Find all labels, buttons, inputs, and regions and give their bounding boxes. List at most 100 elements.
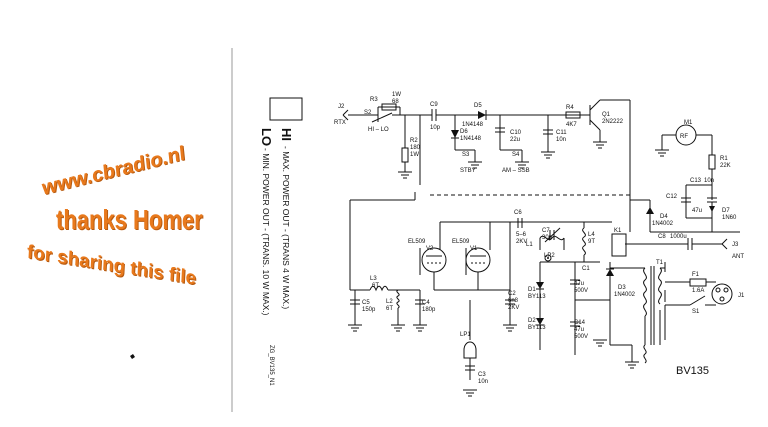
l3-coil: [369, 285, 389, 292]
label-c9: C9: [430, 102, 438, 108]
label-d5-val: 1N4148: [462, 122, 484, 128]
label-m1: M1: [684, 120, 693, 126]
label-v1-type: EL509: [452, 239, 470, 245]
t1-transformer-primary: [643, 267, 647, 317]
label-s2: S2: [364, 110, 372, 116]
l4-coil: [582, 227, 586, 256]
label-r2-val2: 1W: [410, 152, 419, 158]
meter-section: [630, 124, 740, 233]
j3-connector: [721, 238, 728, 250]
s1-switch: [689, 295, 706, 306]
label-c11-val: 10n: [556, 137, 566, 143]
label-d7-val: 1N60: [722, 215, 737, 221]
label-l4: L4: [588, 232, 595, 238]
diagram-title: BV135: [676, 365, 709, 377]
label-rf: RF: [680, 134, 688, 140]
label-rtx: RTX: [334, 120, 346, 126]
t1-transformer-secondary: [658, 267, 662, 305]
label-c5: C5: [362, 300, 370, 306]
label-c6-val2: 2KV: [516, 239, 527, 245]
component-labels: J2 RTX R3 1W 68 S2 HI – LO R2 180 1W C9 …: [334, 92, 745, 385]
d2-diode: [536, 318, 544, 325]
r1-resistor: [708, 154, 716, 170]
label-d6: D6: [460, 129, 468, 135]
label-c8: C8: [658, 234, 666, 240]
label-r2: R2: [410, 138, 418, 144]
label-c7: C7: [542, 228, 550, 234]
label-l4-val: 9T: [588, 239, 595, 245]
label-v2-type: EL509: [408, 239, 426, 245]
label-c5-val: 150p: [362, 307, 376, 313]
label-c7-val: 30p: [542, 235, 553, 241]
legend-hi-label: HI: [279, 128, 294, 141]
label-r1-val: 22K: [720, 163, 731, 169]
label-c4-val: 180p: [422, 307, 436, 313]
watermark-line-2: thanks Homer: [56, 203, 203, 235]
label-l3: L3: [370, 276, 377, 282]
d5-diode: [478, 111, 486, 119]
label-c14-val2: 500V: [574, 334, 588, 340]
label-d2-val: BY113: [528, 325, 546, 331]
k1-relay: [611, 233, 627, 257]
r2-resistor: [401, 147, 409, 163]
label-c8-val: 1000u: [670, 234, 687, 240]
power-supply: [503, 261, 733, 369]
speck-mark: [130, 354, 135, 359]
label-d3-val: 1N4002: [614, 292, 636, 298]
f1-fuse: [689, 278, 707, 287]
label-v2: V2: [426, 246, 434, 252]
label-k1: K1: [614, 228, 622, 234]
label-q1-val: 2N2222: [602, 119, 624, 125]
l2-coil: [396, 289, 400, 309]
legend-box: [269, 97, 303, 121]
lower-left-section: [348, 285, 510, 332]
label-c6: C6: [514, 210, 522, 216]
label-d2: D2: [528, 318, 536, 324]
label-j2: J2: [338, 104, 345, 110]
label-d6-val: 1N4148: [460, 136, 482, 142]
relay-dashed-link: [430, 194, 631, 231]
label-lp1: LP1: [460, 332, 471, 338]
r4-resistor: [565, 111, 581, 119]
label-s1: S1: [692, 309, 700, 315]
j2-connector: [342, 109, 349, 121]
label-c4: C4: [422, 300, 430, 306]
label-c2-val2: 2KV: [508, 305, 519, 311]
label-l1: L1: [526, 242, 533, 248]
label-j1: J1: [738, 293, 745, 299]
label-hilo: HI – LO: [368, 127, 389, 133]
label-c12-val: 47u: [692, 208, 702, 214]
label-c1-val1: 47u: [574, 281, 584, 287]
legend-lo-text: - MIN. POWER OUT - (TRANS. 10 W MAX.): [261, 148, 271, 316]
label-c13-val: 10n: [704, 178, 714, 184]
label-lp2: LP2: [544, 253, 555, 259]
lamp-section: [463, 300, 477, 397]
legend-hi-text: - MAX. POWER OUT - (TRANS 4 W MAX.): [281, 146, 291, 309]
label-d5: D5: [474, 103, 482, 109]
label-d1-val: BY113: [528, 294, 546, 300]
output-section: [430, 194, 728, 257]
legend-lo-label: LO: [259, 128, 274, 146]
label-l2: L2: [386, 299, 393, 305]
label-c6-val1: 5–6: [516, 232, 527, 238]
label-q1: Q1: [602, 112, 611, 118]
label-v1: V1: [470, 246, 478, 252]
label-r4: R4: [566, 105, 574, 111]
label-d7: D7: [722, 208, 730, 214]
j1-connector: [711, 283, 733, 305]
r3-resistor: [381, 103, 397, 111]
top-path: [342, 99, 631, 232]
legend-ref: ZG_BV135_N1: [268, 345, 274, 386]
label-r3-val2: 68: [392, 99, 399, 105]
label-c14: C14: [574, 320, 586, 326]
d3-diode: [606, 269, 614, 276]
label-c2: C2: [508, 291, 516, 297]
label-ant: ANT: [732, 254, 744, 260]
label-r1: R1: [720, 156, 728, 162]
label-c3: C3: [478, 372, 486, 378]
label-s3-val: STBY: [460, 168, 476, 174]
label-c9-val: 10p: [430, 125, 441, 131]
lp1-lamp: [463, 341, 477, 359]
label-l3-val: 6T: [372, 283, 379, 289]
